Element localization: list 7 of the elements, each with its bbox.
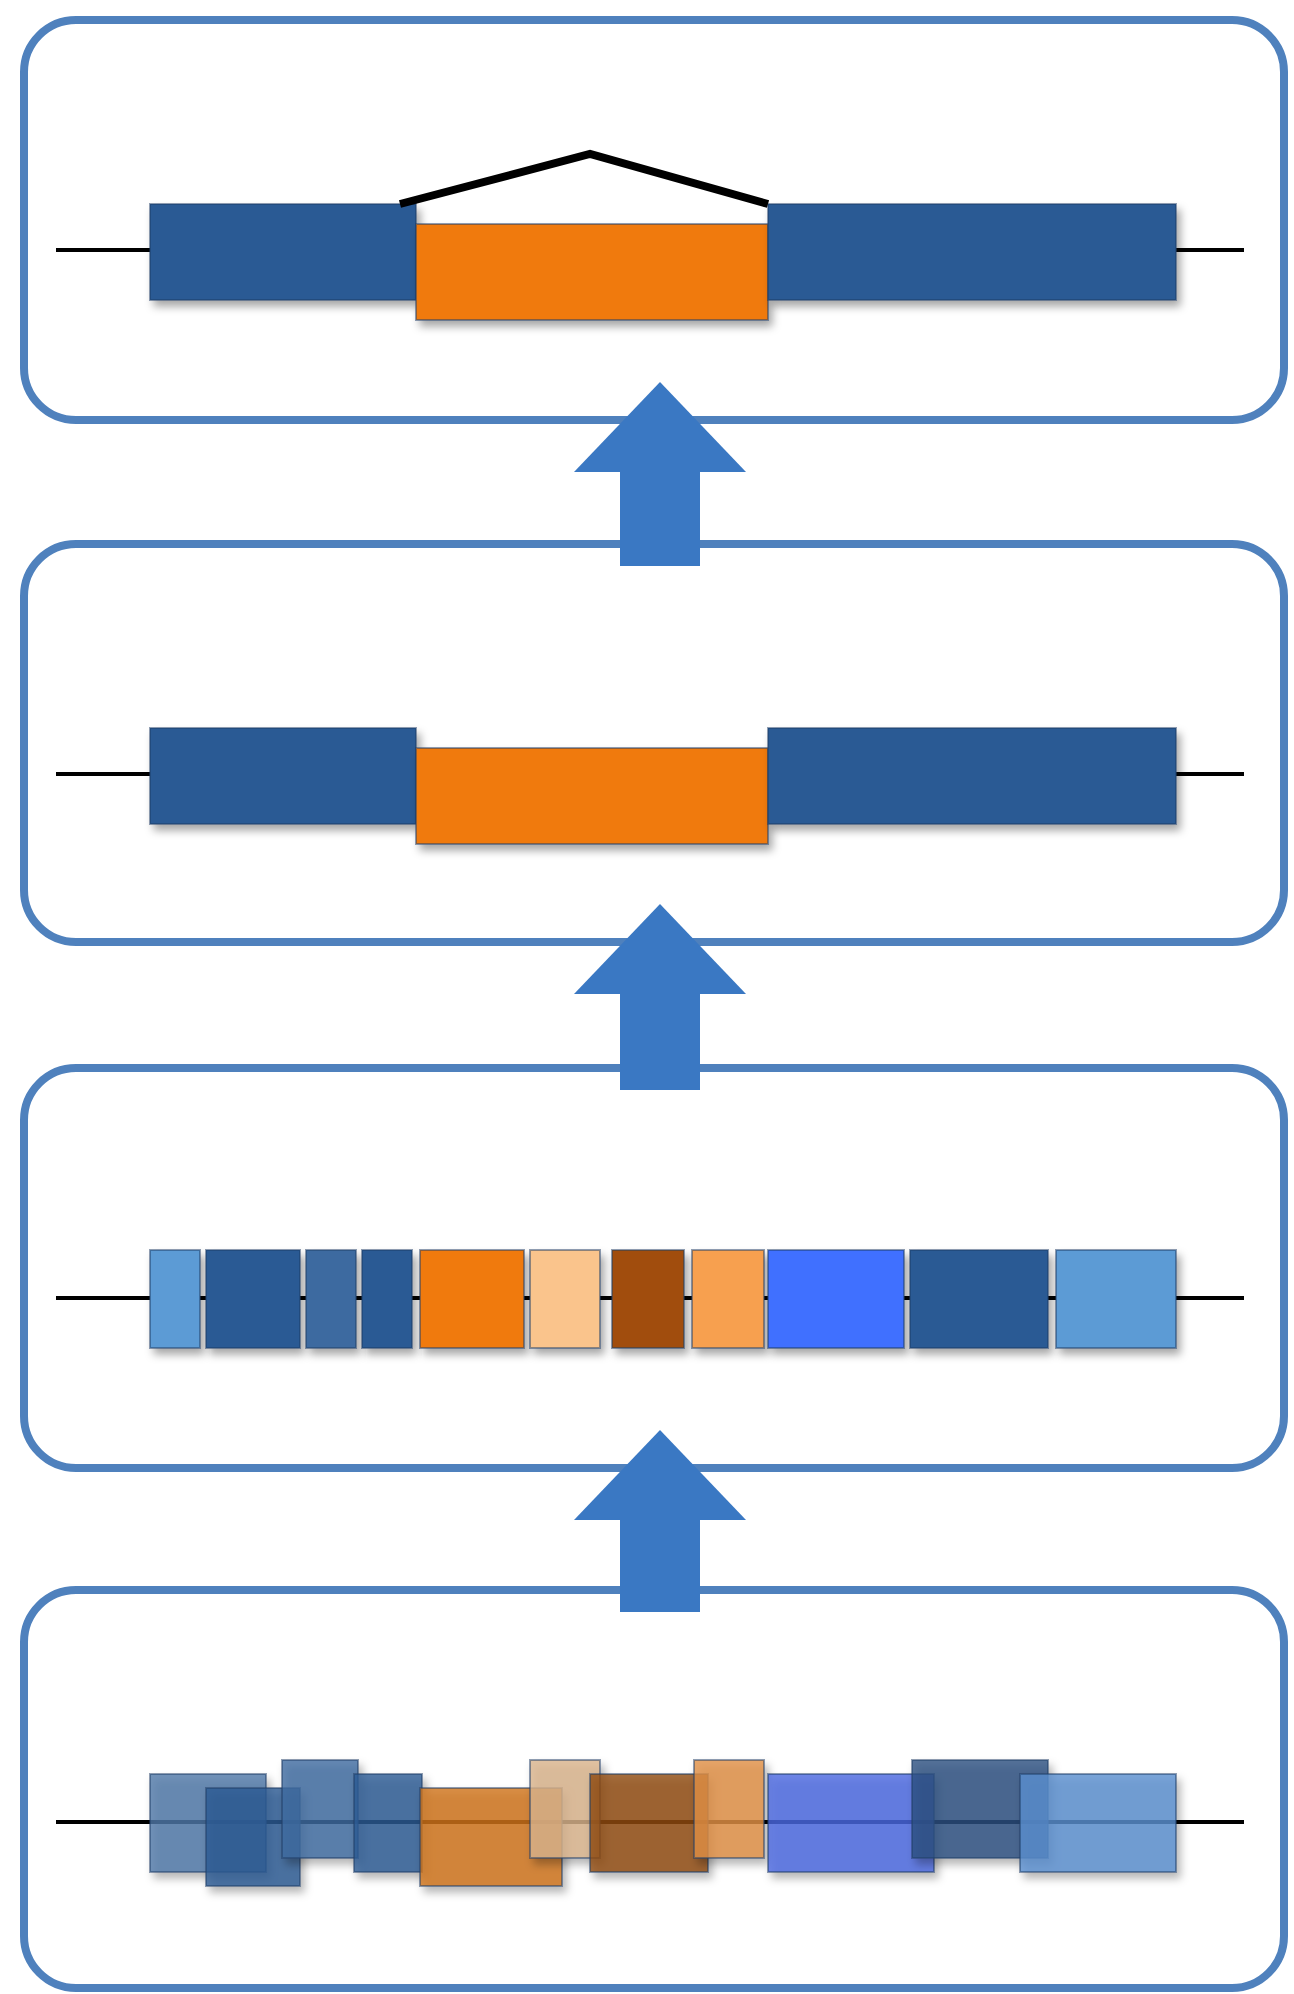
block-arrow (574, 1430, 746, 1612)
rounded-panel (20, 1586, 1288, 1992)
rounded-panel (20, 1064, 1288, 1472)
rounded-panel (20, 540, 1288, 946)
block-arrow (574, 382, 746, 566)
rounded-panel (20, 16, 1288, 424)
block-arrow (574, 904, 746, 1090)
